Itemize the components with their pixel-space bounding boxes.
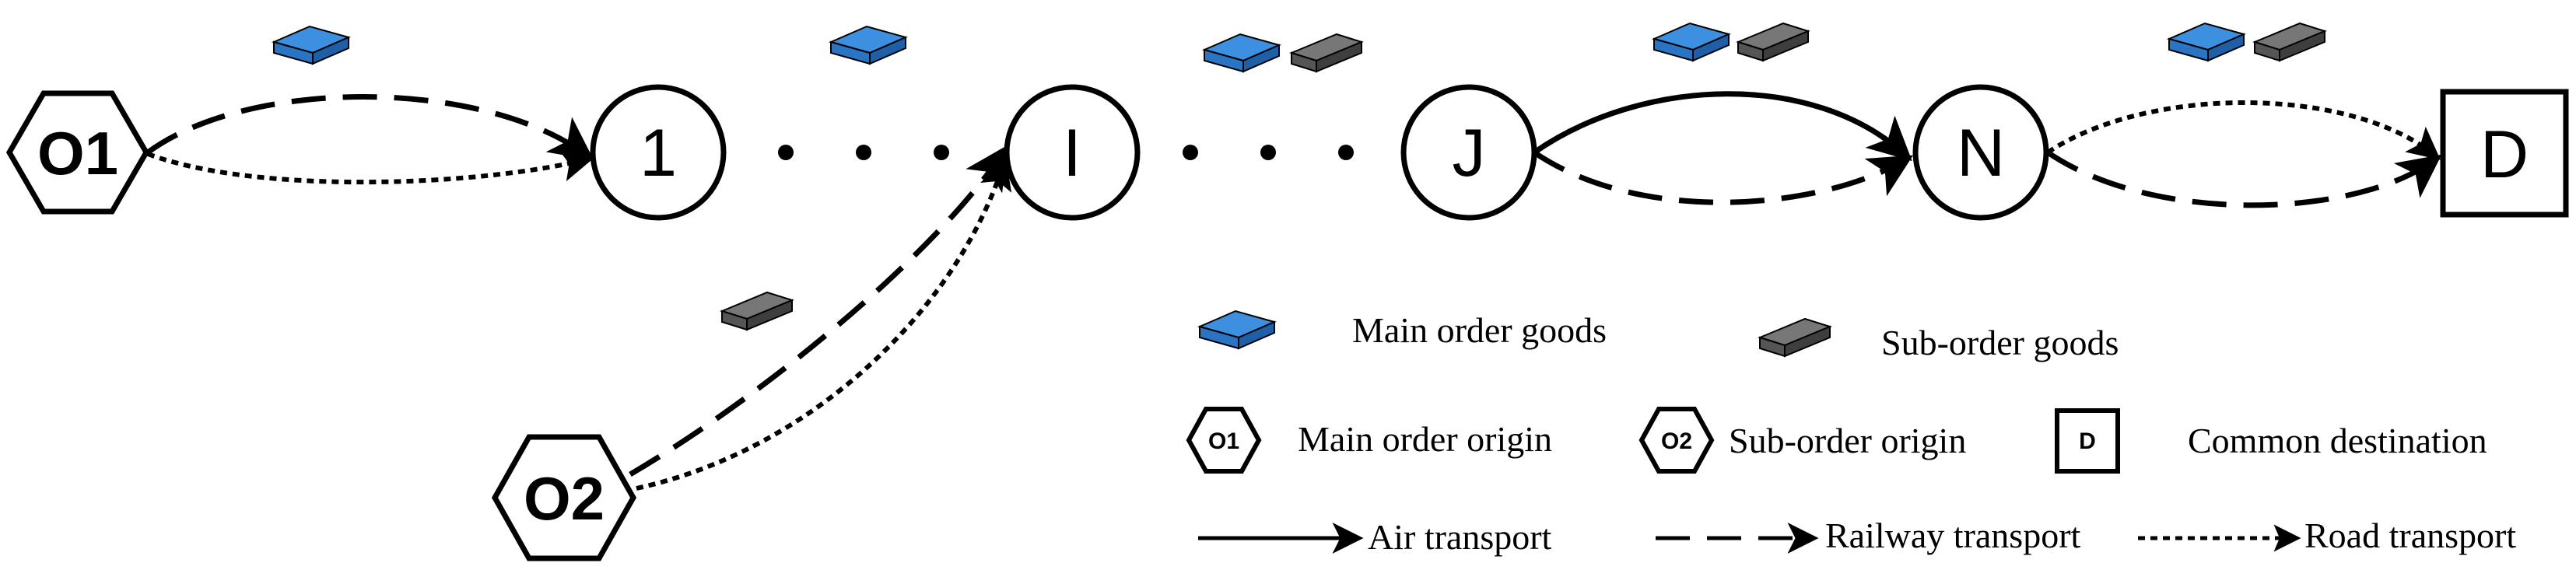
legend-main-goods-icon	[1199, 310, 1275, 349]
main-goods-icon	[1653, 23, 1730, 61]
ellipsis-dot	[1260, 145, 1276, 160]
legend-destination-label: Common destination	[2188, 421, 2487, 460]
node-j: J	[1400, 84, 1537, 221]
node-1-label: 1	[640, 116, 677, 191]
node-d-label: D	[2480, 117, 2529, 192]
legend-road-label: Road transport	[2304, 516, 2516, 555]
legend-destination-icon-label: D	[2079, 428, 2096, 454]
main-goods-icon	[2168, 23, 2245, 61]
legend-main-origin-icon-label: O1	[1208, 428, 1239, 454]
node-o1: O1	[5, 90, 150, 215]
main-goods-icon	[830, 26, 906, 65]
legend-sub-origin-icon-label: O2	[1661, 428, 1692, 454]
node-i: I	[1004, 84, 1141, 221]
node-o2: O2	[491, 434, 637, 561]
legend-main-origin-icon	[1186, 407, 1262, 474]
edge-o2-i-road	[636, 156, 1012, 491]
ellipsis-dot	[856, 145, 871, 160]
edge-o2-i-railway	[629, 145, 1008, 477]
node-o2-label: O2	[524, 464, 605, 533]
sub-goods-icon	[721, 292, 793, 330]
legend-destination-icon	[2055, 408, 2120, 474]
legend-sub-goods-label: Sub-order goods	[1881, 323, 2119, 362]
node-d: D	[2440, 89, 2569, 218]
legend-air-label: Air transport	[1368, 517, 1552, 557]
sub-goods-icon	[2254, 23, 2325, 61]
legend-sub-goods-icon	[1759, 318, 1831, 357]
node-i-label: I	[1063, 116, 1081, 191]
node-n: N	[1912, 84, 2049, 221]
sub-goods-icon	[1737, 23, 1809, 61]
main-goods-icon	[1204, 33, 1280, 72]
main-goods-icon	[273, 26, 349, 65]
legend-main-goods-label: Main order goods	[1352, 310, 1607, 350]
legend-railway-label: Railway transport	[1825, 516, 2081, 555]
ellipsis-dot	[934, 145, 949, 160]
edge-o1-1-railway	[145, 94, 594, 161]
ellipsis-dot	[1183, 145, 1198, 160]
node-1: 1	[590, 84, 727, 221]
legend-main-origin-label: Main order origin	[1298, 419, 1552, 459]
legend-sub-origin-label: Sub-order origin	[1729, 421, 1966, 460]
legend: Main order goods Sub-order goods O1 Main…	[1186, 310, 2516, 557]
edge-n-d-road	[2046, 100, 2441, 160]
sub-goods-icon	[1291, 33, 1362, 72]
ellipsis-dot	[1338, 145, 1354, 160]
edge-n-d-railway	[2046, 150, 2442, 208]
node-n-label: N	[1957, 116, 2005, 191]
node-o1-label: O1	[37, 119, 118, 187]
edge-j-n-air	[1533, 91, 1912, 162]
legend-sub-origin-icon	[1638, 407, 1715, 474]
edge-o1-1-road	[146, 149, 594, 185]
edge-j-n-railway	[1533, 150, 1914, 205]
node-j-label: J	[1453, 116, 1486, 191]
ellipsis-dot	[778, 145, 794, 160]
